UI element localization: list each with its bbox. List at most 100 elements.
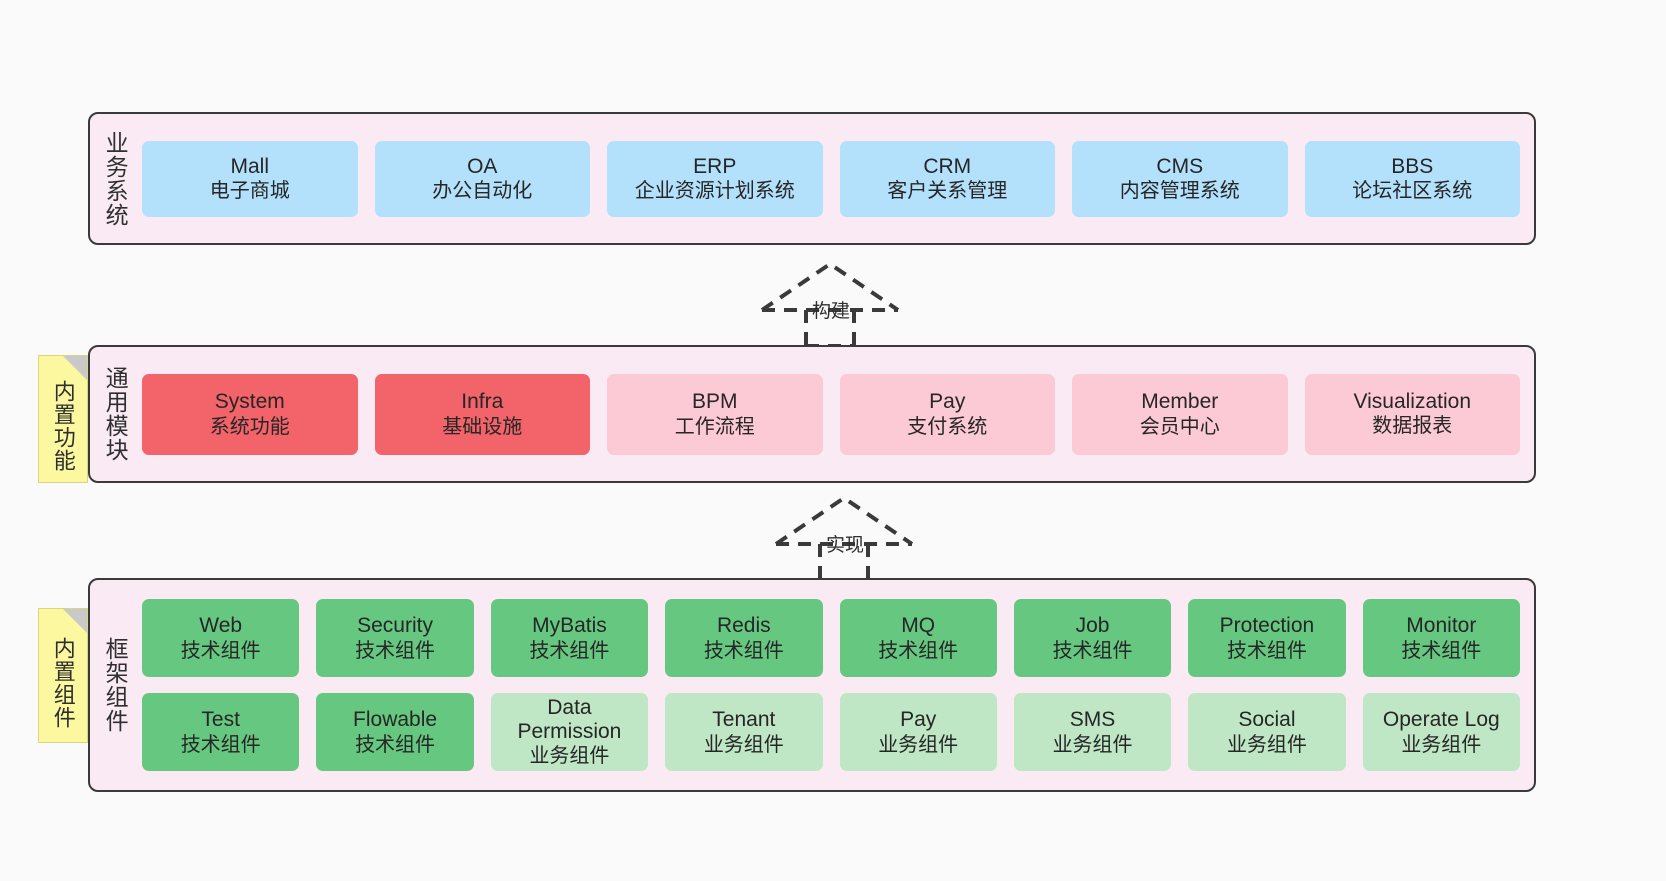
node-title: BBS (1391, 154, 1434, 178)
connector-implement-label: 实现 (826, 535, 865, 556)
node-title: CRM (923, 154, 972, 178)
node-title: Job (1075, 614, 1110, 637)
note-builtin-features: 内置功能 (38, 355, 88, 483)
node-title: Infra (461, 390, 504, 413)
node-subtitle: 技术组件 (180, 733, 261, 756)
node-subtitle: 技术组件 (1052, 639, 1133, 662)
node-title: Mall (230, 154, 269, 178)
note-builtin-components: 内置组件 (38, 608, 88, 743)
node-subtitle: 企业资源计划系统 (634, 180, 795, 203)
node-title: MyBatis (532, 614, 607, 637)
node-subtitle: 支付系统 (907, 415, 988, 438)
note-fold-corner-icon (63, 609, 87, 633)
note-fold-corner-icon (63, 356, 87, 380)
node-subtitle: 业务组件 (878, 733, 959, 756)
node-subtitle: 技术组件 (180, 639, 261, 662)
node-title: Monitor (1406, 614, 1477, 637)
layer-business-systems-label: 业务系统 (102, 130, 129, 227)
node-subtitle: 技术组件 (355, 639, 436, 662)
node-subtitle: 工作流程 (674, 415, 755, 438)
node-title: Protection (1219, 614, 1315, 637)
node-title: System (214, 390, 285, 413)
node-title: Operate Log (1382, 708, 1500, 731)
node-subtitle: 内容管理系统 (1119, 180, 1240, 203)
layer-framework-components-label: 框架组件 (102, 637, 129, 733)
node-title: Visualization (1353, 389, 1472, 413)
node-subtitle: 数据报表 (1372, 414, 1453, 437)
node-title: Flowable (353, 708, 438, 731)
node-subtitle: 技术组件 (355, 733, 436, 756)
layer-common-modules-label: 通用模块 (102, 366, 129, 462)
node-subtitle: 电子商城 (209, 180, 290, 203)
node-subtitle: 客户关系管理 (887, 180, 1008, 203)
node-title: SMS (1069, 708, 1116, 731)
node-title: Security (357, 614, 433, 637)
node-subtitle: 论坛社区系统 (1352, 180, 1473, 203)
node-title: Test (201, 708, 240, 731)
node-title: Tenant (712, 708, 776, 731)
node-subtitle: 基础设施 (442, 415, 523, 438)
node-subtitle: 技术组件 (529, 639, 610, 662)
node-title: BPM (691, 390, 738, 413)
node-subtitle: 技术组件 (878, 639, 959, 662)
node-title: Data Permission (517, 695, 622, 743)
node-title: Pay (900, 708, 937, 731)
node-subtitle: 业务组件 (703, 733, 784, 756)
node-subtitle: 业务组件 (1052, 733, 1133, 756)
node-subtitle: 会员中心 (1139, 415, 1220, 438)
node-subtitle: 业务组件 (1226, 733, 1307, 756)
node-subtitle: 业务组件 (1401, 733, 1482, 756)
node-title: Web (199, 614, 243, 637)
node-title: OA (467, 154, 498, 178)
node-title: MQ (901, 614, 936, 637)
node-title: Member (1141, 390, 1219, 413)
node-subtitle: 业务组件 (529, 744, 610, 767)
node-subtitle: 办公自动化 (432, 180, 533, 203)
node-subtitle: 技术组件 (703, 639, 784, 662)
node-subtitle: 技术组件 (1226, 639, 1307, 662)
connector-implement-arrow (774, 495, 914, 582)
node-title: ERP (693, 154, 737, 178)
note-builtin-features-text: 内置功能 (50, 380, 76, 472)
node-title: Redis (716, 614, 771, 637)
node-title: CMS (1156, 154, 1204, 178)
